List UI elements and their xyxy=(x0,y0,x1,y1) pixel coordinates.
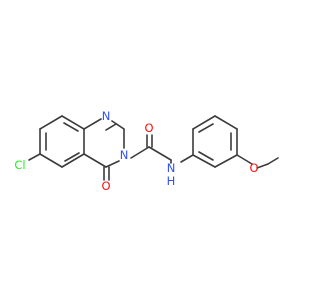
atom-o-methoxy: O xyxy=(249,161,258,175)
bond xyxy=(267,157,279,165)
bond xyxy=(192,154,216,168)
atom-n1: N xyxy=(102,109,111,123)
bond xyxy=(214,154,238,168)
bond xyxy=(148,146,172,161)
atom-h-amide: H xyxy=(167,174,176,188)
bond xyxy=(256,163,269,169)
bond xyxy=(61,153,85,168)
bond xyxy=(83,118,102,130)
bond xyxy=(64,152,80,162)
molecule-structure: N N O Cl O N H O xyxy=(14,109,279,193)
bond xyxy=(236,154,253,165)
bond xyxy=(28,153,41,161)
bond xyxy=(39,115,63,130)
amide-linker xyxy=(130,134,172,164)
pyrimidinone-ring xyxy=(83,118,125,181)
atom-cl: Cl xyxy=(14,158,25,172)
bond xyxy=(105,123,117,131)
atom-n3: N xyxy=(120,148,129,162)
atom-n-amide: N xyxy=(167,161,176,175)
atom-o-carbonyl: O xyxy=(101,179,110,193)
bond xyxy=(180,154,194,163)
atom-o-amide: O xyxy=(144,121,153,135)
bond xyxy=(61,115,85,130)
bond xyxy=(105,160,120,168)
bond xyxy=(130,146,150,159)
benzo-ring xyxy=(39,115,85,168)
bond xyxy=(198,123,214,133)
bond xyxy=(192,115,216,130)
bond xyxy=(63,122,79,132)
bond xyxy=(214,115,238,130)
methoxyphenyl-ring xyxy=(180,115,238,168)
bond xyxy=(111,120,125,130)
bond xyxy=(39,153,63,168)
bond xyxy=(198,151,214,161)
bond xyxy=(83,153,107,168)
